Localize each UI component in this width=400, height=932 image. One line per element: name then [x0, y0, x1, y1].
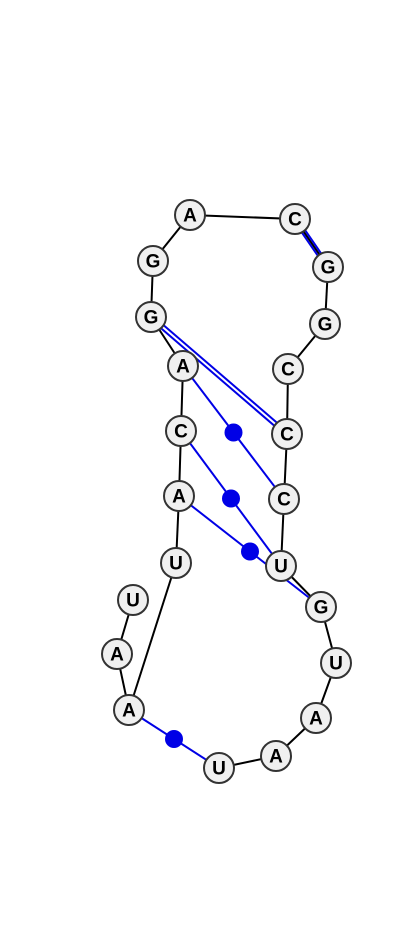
- nucleotide-label: G: [146, 252, 161, 273]
- nucleotide-label: A: [176, 357, 190, 378]
- nucleotide-label: G: [144, 308, 159, 329]
- nucleotide-node: G: [305, 591, 337, 623]
- canonical-pair-line: [151, 314, 289, 434]
- nucleotide-label: C: [280, 425, 294, 446]
- nucleotide-circle: [312, 251, 344, 283]
- nucleotide-node: G: [309, 308, 341, 340]
- nucleotide-label: C: [277, 490, 291, 511]
- nucleotide-node: A: [113, 694, 145, 726]
- nucleotide-node: G: [135, 301, 167, 333]
- nucleotide-node: A: [260, 740, 292, 772]
- nucleotide-node: U: [203, 752, 235, 784]
- nucleotide-circle: [137, 245, 169, 277]
- nucleotide-circle: [101, 638, 133, 670]
- nucleotide-label: U: [212, 759, 226, 780]
- nucleotide-label: C: [288, 210, 302, 231]
- nucleotide-node: C: [268, 483, 300, 515]
- nucleotide-circle: [271, 418, 303, 450]
- nucleotide-label: G: [314, 598, 329, 619]
- nucleotide-label: A: [110, 645, 124, 666]
- nucleotide-label: A: [122, 701, 136, 722]
- nucleotide-circle: [309, 308, 341, 340]
- noncanonical-pair-dot: [241, 542, 259, 561]
- nucleotide-circle: [260, 740, 292, 772]
- nucleotide-circle: [300, 702, 332, 734]
- nucleotide-node: A: [174, 199, 206, 231]
- nucleotide-label: A: [183, 206, 197, 227]
- nucleotide-node: U: [117, 584, 149, 616]
- nucleotide-circle: [203, 752, 235, 784]
- nucleotide-label: G: [321, 258, 336, 279]
- nucleotide-node: A: [101, 638, 133, 670]
- nucleotide-circle: [305, 591, 337, 623]
- nucleotide-label: C: [281, 360, 295, 381]
- nucleotide-node: U: [320, 647, 352, 679]
- nucleotide-node: A: [163, 480, 195, 512]
- nucleotide-circle: [135, 301, 167, 333]
- nucleotide-circle: [268, 483, 300, 515]
- nucleotide-node: A: [300, 702, 332, 734]
- nucleotide-node: C: [165, 415, 197, 447]
- nucleotide-node: C: [272, 353, 304, 385]
- nucleotide-node: U: [265, 550, 297, 582]
- nucleotide-circle: [117, 584, 149, 616]
- nucleotide-node: A: [167, 350, 199, 382]
- nucleotide-label: A: [309, 709, 323, 730]
- nucleotide-node: G: [137, 245, 169, 277]
- nucleotide-label: A: [172, 487, 186, 508]
- nucleotide-circle: [113, 694, 145, 726]
- noncanonical-pair-dot: [222, 489, 240, 508]
- nucleotide-node: G: [312, 251, 344, 283]
- nucleotide-label: U: [169, 554, 183, 575]
- nucleotide-circle: [165, 415, 197, 447]
- noncanonical-pair-dot: [224, 423, 243, 442]
- nucleotide-circle: [279, 203, 311, 235]
- nucleotide-label: A: [269, 747, 283, 768]
- nucleotide-node: U: [160, 547, 192, 579]
- base-pair-layer: [128, 217, 331, 769]
- nucleotide-circle: [320, 647, 352, 679]
- nucleotide-circle: [272, 353, 304, 385]
- nucleotide-circle: [163, 480, 195, 512]
- nucleotide-label: G: [318, 315, 333, 336]
- nucleotide-label: C: [174, 422, 188, 443]
- nucleotide-circle: [265, 550, 297, 582]
- noncanonical-pair-dot: [165, 730, 183, 748]
- nucleotide-circle: [167, 350, 199, 382]
- backbone-link: [189, 214, 296, 220]
- nucleotide-circle: [160, 547, 192, 579]
- nucleotide-node: C: [271, 418, 303, 450]
- nucleotide-label: U: [329, 654, 343, 675]
- backbone-link: [128, 562, 177, 711]
- nucleotide-node: C: [279, 203, 311, 235]
- nucleotide-circle: [174, 199, 206, 231]
- nucleotide-layer: U A A U A C A G G A C G G C C C U G U A A U: [101, 199, 352, 784]
- nucleotide-label: U: [126, 591, 140, 612]
- canonical-pair-line: [149, 317, 287, 437]
- nucleotide-label: U: [274, 557, 288, 578]
